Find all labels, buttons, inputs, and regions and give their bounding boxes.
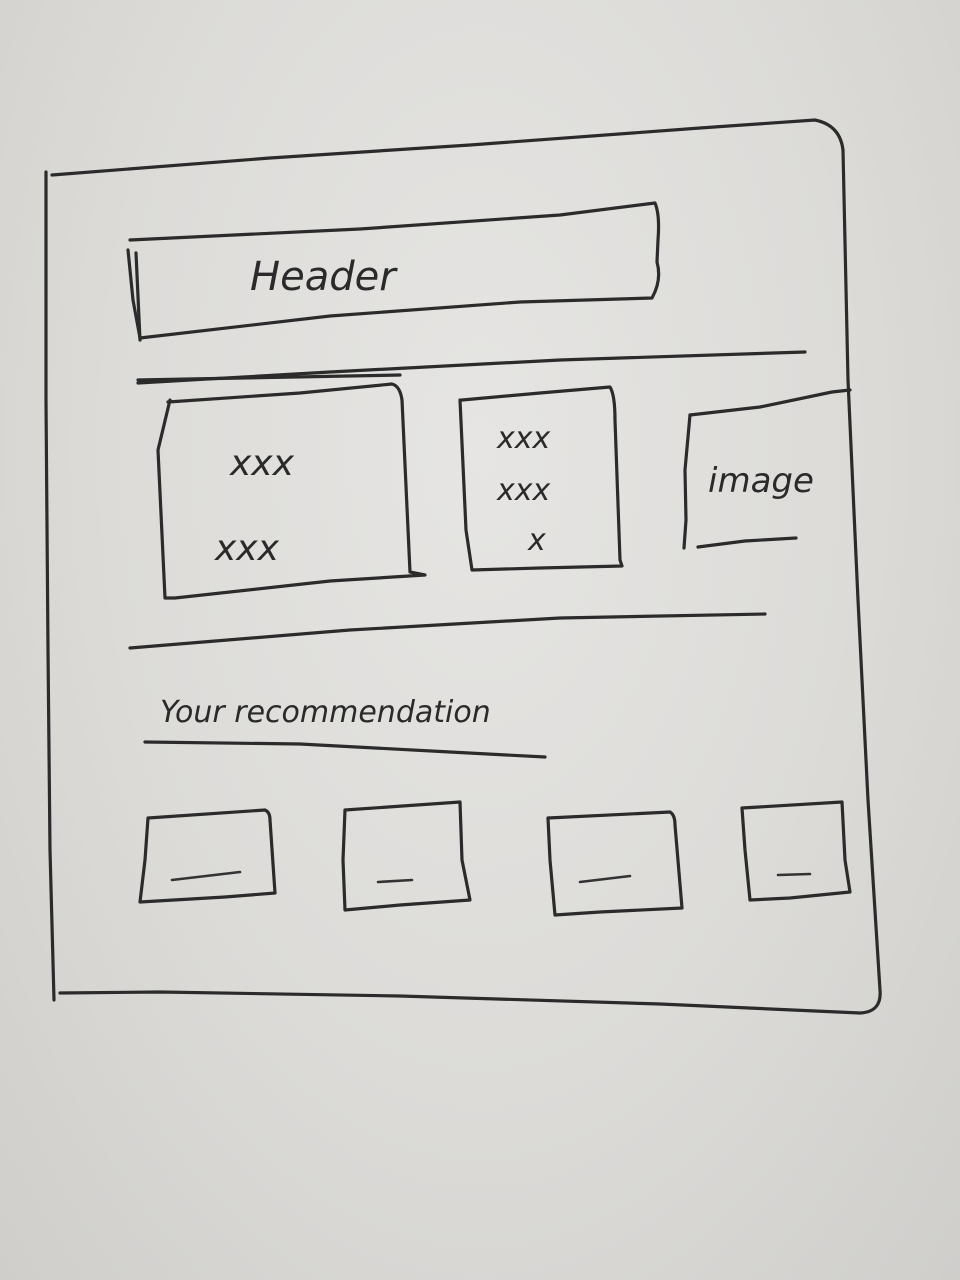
featured-card-2: xxx xxx x	[458, 385, 624, 572]
recommendation-item-4	[740, 800, 852, 902]
header-label: Header	[250, 254, 398, 300]
recommendation-title: Your recommendation	[160, 695, 491, 730]
page-frame	[44, 118, 882, 1015]
divider-middle	[128, 612, 767, 650]
recommendation-item-3	[546, 810, 684, 917]
recommendation-heading: Your recommendation	[143, 695, 547, 759]
image-card: image	[682, 388, 852, 550]
recommendation-item-1	[138, 808, 277, 904]
recommendation-underline	[143, 740, 547, 759]
header-box: Header	[126, 201, 661, 342]
card1-line-1: xxx	[229, 443, 295, 484]
card2-line-1: xxx	[496, 421, 551, 456]
divider-top-2	[136, 373, 402, 382]
card2-line-3: x	[527, 523, 546, 558]
card1-line-2: xxx	[214, 528, 280, 569]
image-label: image	[708, 461, 814, 501]
card2-line-2: xxx	[496, 473, 551, 508]
recommendation-item-2	[341, 800, 472, 912]
featured-card-1: xxx xxx	[156, 382, 427, 600]
